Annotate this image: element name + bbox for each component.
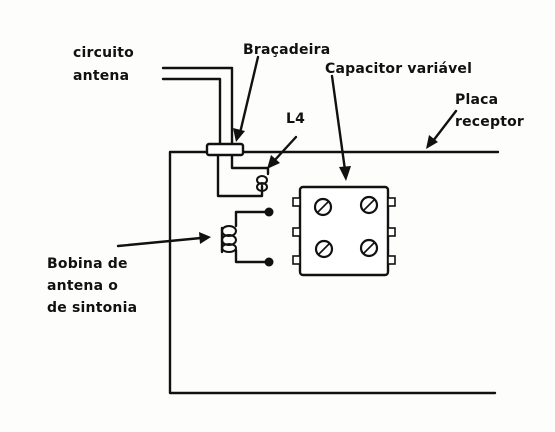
arrow-bracadeira	[233, 55, 260, 142]
arrow-capacitor	[330, 74, 351, 181]
arrow-placa	[426, 109, 458, 149]
label-l4: L4	[286, 111, 305, 127]
l4-lead-right	[230, 154, 270, 176]
tuning-coil-lead-top	[234, 210, 270, 228]
label-capacitor: Capacitor variável	[325, 61, 472, 77]
label-sintonia: de sintonia	[47, 300, 137, 316]
clamp	[205, 142, 245, 157]
label-bobina: Bobina de	[47, 256, 128, 272]
label-receptor: receptor	[455, 114, 524, 130]
label-placa: Placa	[455, 92, 498, 108]
terminal-dot-bottom	[264, 257, 274, 267]
label-circuito: circuito	[73, 45, 134, 61]
label-antena: antena	[73, 68, 129, 84]
tuning-coil	[221, 225, 237, 253]
antenna-wire-inner	[161, 77, 222, 148]
variable-capacitor	[292, 185, 396, 277]
terminal-dot-top	[264, 207, 274, 217]
receiver-board-outline	[168, 150, 500, 395]
l4-coil	[256, 175, 268, 192]
label-antena-o: antena o	[47, 278, 118, 294]
antenna-wire-outer	[161, 66, 234, 148]
label-bracadeira: Braçadeira	[243, 42, 330, 58]
l4-lead-left	[216, 154, 264, 198]
tuning-coil-lead-bottom	[234, 248, 270, 264]
arrow-bobina	[116, 232, 211, 248]
arrow-l4	[267, 135, 298, 169]
